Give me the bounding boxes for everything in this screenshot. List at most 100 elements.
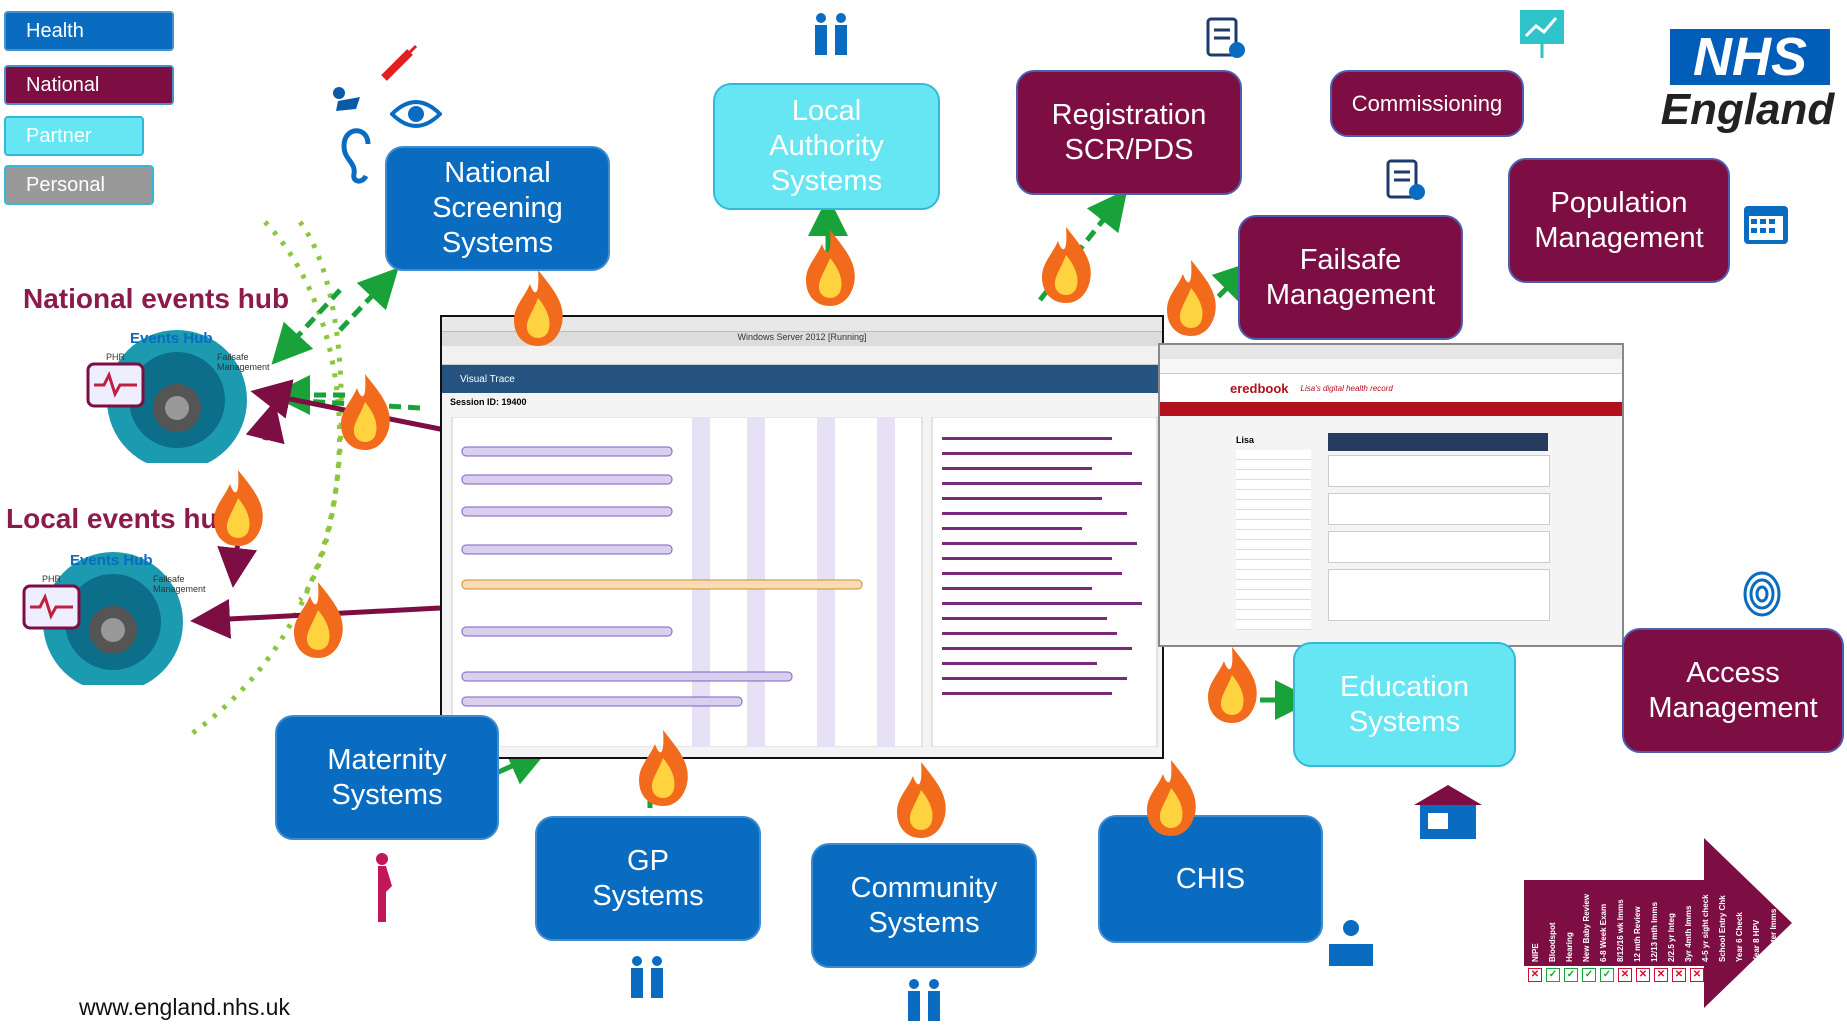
local-hub-label: Events Hub: [70, 552, 153, 569]
national-hub-label: Events Hub: [130, 330, 213, 347]
redbook-timeline-header: [1328, 433, 1548, 451]
eye-icon: [390, 100, 442, 128]
redbook-card-2: [1328, 493, 1550, 525]
gp-systems-box: GP Systems: [535, 816, 761, 941]
professionals-icon-top: [815, 13, 847, 55]
redbook-browser-tabs: [1160, 345, 1622, 359]
registration-scr-pds-box: Registration SCR/PDS: [1016, 70, 1242, 195]
local-events-hub-title: Local events hu: [6, 503, 218, 534]
footer-url[interactable]: www.england.nhs.uk: [79, 994, 290, 1020]
flame-icon-community: [897, 762, 946, 838]
flame-icon-failsafe: [1167, 260, 1216, 336]
document-check-icon-mid: [1386, 159, 1425, 200]
redbook-brand: eredbook: [1230, 380, 1289, 396]
nhs-england-logo: NHS England: [1660, 29, 1835, 135]
local-hub-failsafe-label: Failsafe Management: [153, 574, 206, 594]
access-management-box: Access Management: [1622, 628, 1844, 753]
flame-icon-education: [1208, 647, 1257, 723]
national-events-hub-diagram: Events Hub PHR Failsafe Management: [82, 328, 272, 470]
document-check-icon-top: [1206, 17, 1245, 58]
timeline-stage-label: Hearing: [1565, 932, 1574, 962]
green-dotted-arc-inner: [298, 220, 344, 602]
professionals-icon-community: [908, 979, 940, 1021]
legend-partner: Partner: [4, 116, 144, 156]
trace-app-header: Visual Trace: [442, 365, 1162, 393]
community-systems-box: Community Systems: [811, 843, 1037, 968]
local-authority-systems-box: Local Authority Systems: [713, 83, 940, 210]
timeline-stage-label: 3yr 4mth Imms: [1684, 905, 1693, 962]
nhs-england-wordmark: England: [1660, 85, 1835, 134]
receptionist-desk-icon: [1329, 920, 1373, 966]
nhs-logo-mark: NHS: [1670, 29, 1830, 85]
status-cross-icon: ✕: [1654, 968, 1668, 982]
timeline-stage-label: Year 6 Check: [1735, 912, 1744, 962]
redbook-child-name: Lisa: [1236, 435, 1255, 445]
fingerprint-icon: [1743, 571, 1781, 617]
legend-health: Health: [4, 11, 174, 51]
trace-window-title: Windows Server 2012 [Running]: [442, 332, 1162, 346]
commissioning-box: Commissioning: [1330, 70, 1524, 137]
flame-icon-chis: [1147, 760, 1196, 836]
presentation-chart-icon: [1520, 10, 1564, 58]
trace-session-label: Session ID: 19400: [450, 397, 527, 407]
redbook-addressbar: [1160, 359, 1622, 374]
timeline-stage-label: 8/12/16 wk Imms: [1616, 899, 1625, 962]
timeline-stage-label: School Entry Chk: [1718, 895, 1727, 962]
redbook-sidebar: [1236, 450, 1311, 630]
redbook-card-1: [1328, 455, 1550, 487]
flame-icon-local-authority: [806, 230, 855, 306]
timeline-status-row: ✕✓✓✓✓✕✕✕✕✕: [1528, 968, 1704, 982]
green-dotted-arc-outer: [188, 220, 342, 738]
timeline-stage-label: Year 8 HPV: [1752, 919, 1761, 962]
school-house-icon: [1414, 785, 1482, 839]
redbook-card-3: [1328, 531, 1550, 563]
timeline-stage-label: Bloodspot: [1548, 922, 1557, 962]
calendar-icon: [1744, 206, 1788, 244]
timeline-stage-label: NIPE: [1531, 943, 1540, 962]
pregnant-woman-icon: [376, 853, 392, 922]
redbook-navbar: [1160, 402, 1622, 416]
redbook-header: eredbook Lisa's digital health record: [1160, 374, 1622, 402]
status-check-icon: ✓: [1564, 968, 1578, 982]
local-events-hub-diagram: Events Hub PHR Failsafe Management: [18, 550, 208, 692]
status-cross-icon: ✕: [1618, 968, 1632, 982]
timeline-stage-label: 6-8 Week Exam: [1599, 903, 1608, 962]
syringe-icon: [381, 44, 418, 81]
ear-icon: [341, 128, 371, 184]
timeline-stage-label: 12 mth Review: [1633, 906, 1642, 962]
redbook-card-4: [1328, 569, 1550, 621]
flame-icon-registration: [1042, 227, 1091, 303]
maternity-systems-box: Maternity Systems: [275, 715, 499, 840]
flame-icon-local-hub: [294, 582, 343, 658]
population-management-box: Population Management: [1508, 158, 1730, 283]
flame-icon-hub-link: [214, 470, 263, 546]
timeline-stage-label: Booster Imms: [1769, 908, 1778, 962]
national-events-hub-title: National events hub: [23, 283, 290, 314]
national-hub-failsafe-label: Failsafe Management: [217, 352, 270, 372]
status-cross-icon: ✕: [1528, 968, 1542, 982]
timeline-arrow-shape: [1524, 838, 1792, 1008]
local-hub-phr-label: PHR: [42, 574, 62, 584]
redbook-tagline: Lisa's digital health record: [1300, 383, 1393, 393]
status-cross-icon: ✕: [1672, 968, 1686, 982]
education-systems-box: Education Systems: [1293, 642, 1516, 767]
national-screening-systems-box: National Screening Systems: [385, 146, 610, 271]
timeline-stage-label: 2/2.5 yr Integ Review: [1667, 913, 1676, 962]
legend-personal: Personal: [4, 165, 154, 205]
flame-icon-national-hub: [341, 374, 390, 450]
legend-national: National: [4, 65, 174, 105]
flame-icon-gp: [639, 730, 688, 806]
redbook-screenshot: eredbook Lisa's digital health record Li…: [1158, 343, 1624, 647]
national-hub-phr-label: PHR: [106, 352, 126, 362]
trace-menubar: [442, 317, 1162, 332]
flame-icon-national-screening: [514, 270, 563, 346]
visual-trace-screenshot: Windows Server 2012 [Running] Visual Tra…: [440, 315, 1164, 759]
baby-icon: [333, 87, 360, 111]
failsafe-management-box: Failsafe Management: [1238, 215, 1463, 340]
status-cross-icon: ✕: [1690, 968, 1704, 982]
status-check-icon: ✓: [1546, 968, 1560, 982]
professionals-icon-gp: [631, 956, 663, 998]
chis-box: CHIS: [1098, 815, 1323, 943]
